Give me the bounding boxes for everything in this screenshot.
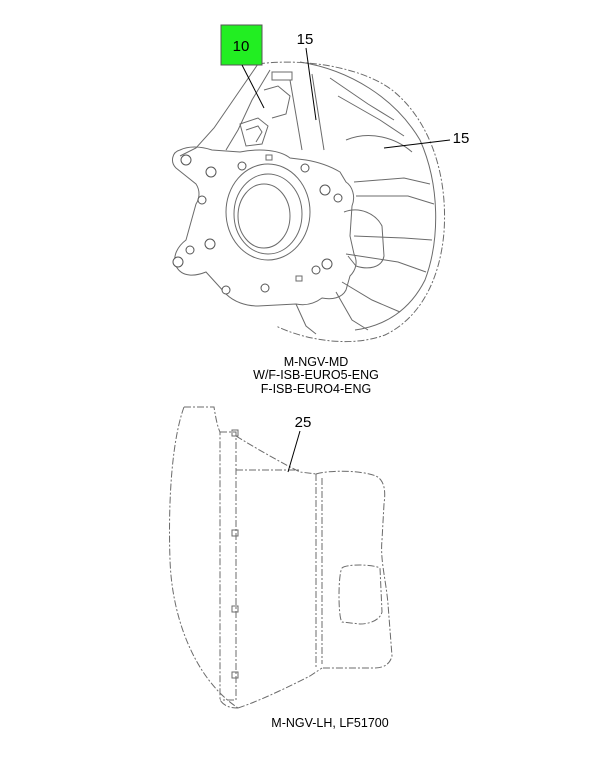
caption-top-line2: W/F-ISB-EURO5-ENG: [253, 368, 379, 382]
callout-25-label: 25: [295, 414, 312, 431]
leader-10: [241, 64, 265, 109]
caption-top-line1: M-NGV-MD: [284, 355, 349, 369]
callout-10-label: 10: [233, 38, 250, 55]
flywheel-housing-iso-view: [172, 61, 446, 343]
caption-top-line3: F-ISB-EURO4-ENG: [261, 382, 371, 396]
leader-25: [287, 430, 301, 473]
leader-15-right: [383, 139, 451, 149]
leader-15-top: [305, 47, 317, 121]
caption-bottom: M-NGV-LH, LF51700: [271, 716, 388, 730]
callout-15-top-label: 15: [297, 31, 314, 48]
flywheel-housing-side-view: [169, 406, 393, 709]
callout-15-right-label: 15: [453, 130, 470, 147]
callout-10-highlight[interactable]: [220, 24, 263, 66]
